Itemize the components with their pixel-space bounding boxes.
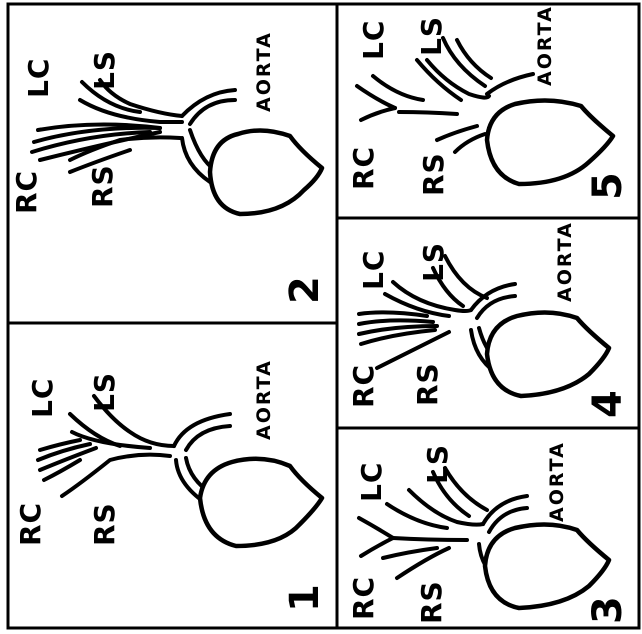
label-ls: LS [88,372,121,412]
label-ls: LS [415,16,448,56]
label-aorta: AORTA [546,441,568,522]
label-aorta: AORTA [534,5,556,86]
label-lc: LC [357,250,390,290]
label-rc: RC [10,170,43,214]
label-aorta: AORTA [253,31,275,112]
label-rs: RS [88,502,121,546]
heart-shape [487,100,613,184]
vessel-drawing [32,80,235,182]
label-lc: LC [22,58,55,98]
label-aorta: AORTA [253,359,275,440]
panel-number: 3 [585,596,631,624]
panel-number: 5 [585,172,631,200]
label-ls: LS [88,50,121,90]
panel-1: RC RS LC LS AORTA 1 [14,359,328,612]
panel-number: 2 [282,276,328,304]
heart-shape [487,312,609,396]
heart-shape [210,130,322,214]
label-rs: RS [411,362,444,406]
heart-shape [200,459,322,546]
label-lc: LC [26,378,59,418]
label-lc: LC [357,20,390,60]
label-rs: RS [415,580,448,624]
panel-5: RC RS LC LS AORTA 5 [347,5,631,200]
panel-4: RC RS LC LS AORTA 4 [347,221,631,418]
label-ls: LS [417,242,450,282]
label-rc: RC [347,576,380,620]
label-rc: RC [347,146,380,190]
panel-number: 1 [282,584,328,612]
label-ls: LS [421,444,454,484]
panel-number: 4 [585,390,631,418]
label-rs: RS [86,164,119,208]
label-rc: RC [14,502,47,546]
label-rc: RC [347,364,380,408]
heart-shape [485,524,609,608]
label-rs: RS [417,152,450,196]
label-aorta: AORTA [554,221,576,302]
label-lc: LC [355,462,388,502]
panel-3: RC RS LC LS AORTA 3 [347,441,631,624]
panel-2: RC RS LC LS AORTA 2 [10,31,328,304]
